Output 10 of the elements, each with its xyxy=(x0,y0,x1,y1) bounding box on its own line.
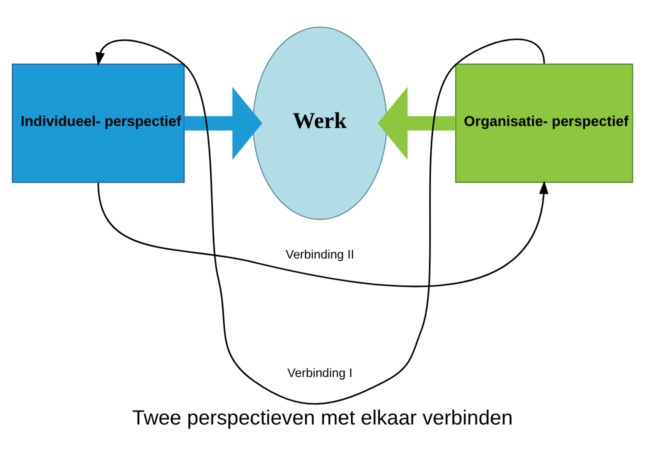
node-box: Organisatie- perspectief xyxy=(455,63,634,182)
caption: Twee perspectieven met elkaar verbinden xyxy=(132,406,513,430)
node-ellipse: Werk xyxy=(252,26,388,220)
node-box: Individueel- perspectief xyxy=(12,63,185,182)
arrow xyxy=(184,86,262,160)
arrow xyxy=(98,180,548,287)
edge-label: Verbinding I xyxy=(287,365,352,380)
arrow xyxy=(378,86,456,160)
edge-label: Verbinding II xyxy=(286,247,354,262)
arrow xyxy=(96,38,545,404)
